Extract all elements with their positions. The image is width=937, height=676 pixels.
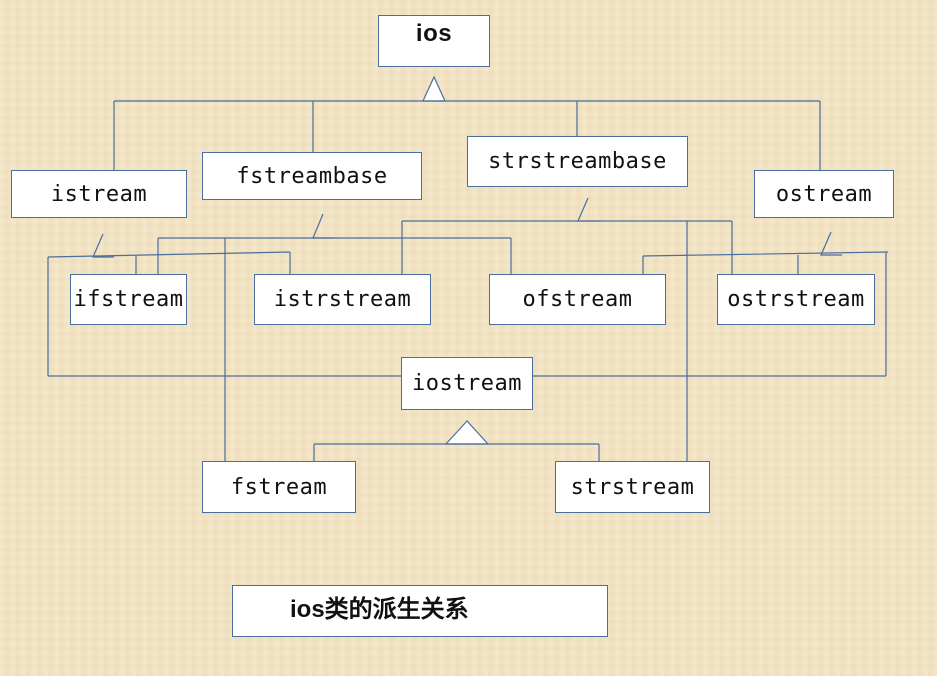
- node-iostream: iostream: [401, 357, 533, 410]
- node-ostrstream: ostrstream: [717, 274, 875, 325]
- ios-children-bus: [113, 100, 821, 170]
- inheritance-arrow-strstreambase: [577, 197, 599, 222]
- node-istrstream: istrstream: [254, 274, 431, 325]
- strstreambase-children-lines: [401, 220, 733, 461]
- inheritance-arrow-fstreambase: [312, 213, 334, 239]
- istream-children-lines: [47, 251, 291, 376]
- node-strstreambase: strstreambase: [467, 136, 688, 187]
- fstreambase-children-lines: [157, 237, 512, 461]
- inheritance-arrow-ios: [422, 75, 446, 102]
- inheritance-arrow-istream: [92, 233, 114, 258]
- node-ios: ios: [378, 15, 490, 67]
- node-strstream: strstream: [555, 461, 710, 513]
- node-fstreambase: fstreambase: [202, 152, 422, 200]
- node-ifstream: ifstream: [70, 274, 187, 325]
- inheritance-arrow-iostream: [444, 420, 490, 445]
- inheritance-arrow-ostream: [820, 231, 842, 256]
- node-fstream: fstream: [202, 461, 356, 513]
- ostream-children-lines: [642, 251, 889, 376]
- iostream-children-bus: [313, 443, 600, 461]
- diagram-caption: ios类的派生关系: [232, 585, 608, 637]
- node-ofstream: ofstream: [489, 274, 666, 325]
- node-ostream: ostream: [754, 170, 894, 218]
- node-istream: istream: [11, 170, 187, 218]
